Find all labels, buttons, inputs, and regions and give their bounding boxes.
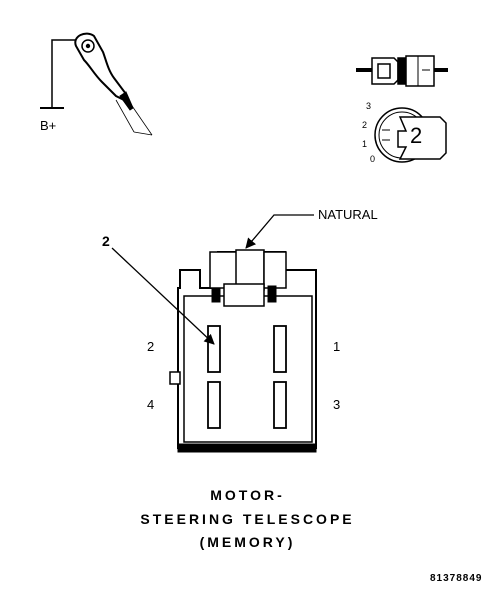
lock-key bbox=[397, 116, 447, 160]
lock-number: 2 bbox=[410, 123, 423, 148]
cavity-label-3: 3 bbox=[333, 397, 341, 412]
switch-position-3: 3 bbox=[366, 101, 372, 111]
cavity-1 bbox=[273, 325, 287, 373]
cavity-label-4: 4 bbox=[147, 397, 155, 412]
title-line-2: STEERING TELESCOPE bbox=[140, 511, 355, 527]
lock-switch-icon bbox=[374, 107, 447, 163]
cavity-4 bbox=[207, 381, 221, 429]
supply-label: B+ bbox=[40, 118, 57, 133]
cavity-label-1: 1 bbox=[333, 339, 341, 354]
cavity-2 bbox=[207, 325, 221, 373]
figure-id: 81378849 bbox=[430, 573, 483, 584]
connector-side-view-icon bbox=[356, 55, 448, 87]
probe-lead-wire bbox=[51, 39, 80, 108]
switch-position-1: 1 bbox=[362, 139, 368, 149]
probe-tip bbox=[119, 91, 134, 111]
pin-callout-number: 2 bbox=[102, 233, 110, 249]
title-line-3: (MEMORY) bbox=[199, 534, 296, 550]
pin-callout-leader bbox=[111, 247, 215, 345]
test-probe-icon bbox=[40, 32, 153, 136]
title-line-1: MOTOR- bbox=[210, 487, 285, 503]
natural-callout-leader bbox=[245, 214, 314, 249]
cavity-3 bbox=[273, 381, 287, 429]
switch-position-0: 0 bbox=[370, 154, 376, 164]
natural-callout-label: NATURAL bbox=[318, 207, 378, 222]
cavity-label-2: 2 bbox=[147, 339, 155, 354]
switch-position-2: 2 bbox=[362, 120, 368, 130]
connector-housing bbox=[169, 249, 317, 453]
